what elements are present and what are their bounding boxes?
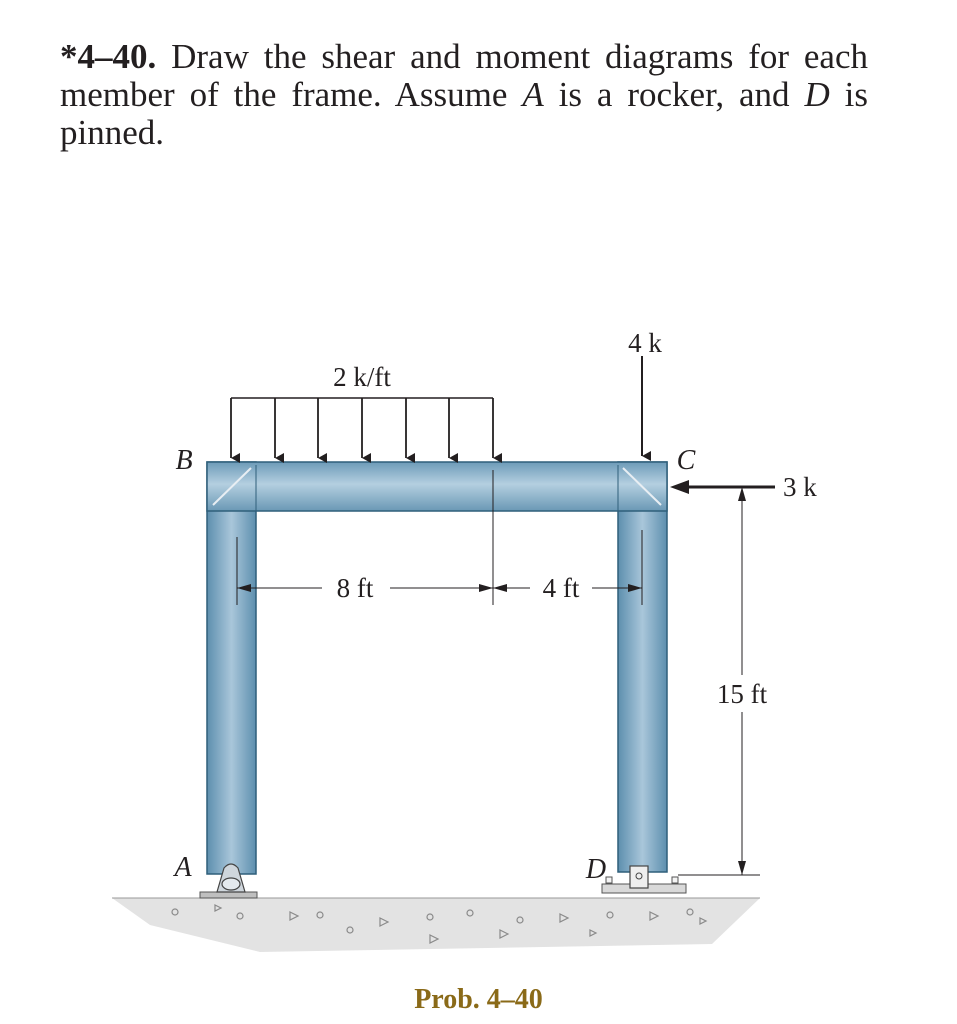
point-load-4k-label: 4 k <box>628 328 662 358</box>
problem-text-1: Draw the shear and moment diagrams for e… <box>60 37 868 114</box>
dim-4ft-label: 4 ft <box>543 573 580 603</box>
rocker-base-plate <box>199 891 258 899</box>
problem-text-2: is a rocker, and <box>543 75 805 114</box>
dim-15ft-arrow-bottom <box>738 861 746 875</box>
dim-4ft-arrow-left <box>493 584 507 592</box>
dim-4ft-arrow-right <box>628 584 642 592</box>
dim-8ft-arrow-right <box>479 584 493 592</box>
joint-c-plate <box>622 467 662 506</box>
problem-var-a: A <box>522 75 544 114</box>
pin-hole <box>635 872 643 880</box>
column-cd <box>617 461 668 873</box>
dim-8ft-label: 8 ft <box>337 573 374 603</box>
column-ab <box>206 461 257 875</box>
problem-var-d: D <box>804 75 830 114</box>
beam-bc <box>206 461 668 512</box>
label-point-a: A <box>172 852 192 883</box>
dim-8ft-arrow-left <box>237 584 251 592</box>
problem-statement: *4–40. Draw the shear and moment diagram… <box>60 38 868 152</box>
label-point-c: C <box>677 445 696 476</box>
problem-text-3: is pinned. <box>60 75 868 152</box>
point-load-3k-head <box>670 480 689 494</box>
ground <box>112 898 760 952</box>
ground-speckles <box>171 904 708 944</box>
problem-number: *4–40. <box>60 37 157 76</box>
pin-bracket <box>629 865 649 889</box>
dim-15ft-arrow-top <box>738 487 746 501</box>
label-point-b: B <box>175 445 192 476</box>
pin-bolt-right <box>671 876 679 884</box>
label-point-d: D <box>585 854 606 885</box>
joint-b-plate <box>212 467 252 506</box>
point-load-3k-label: 3 k <box>783 472 817 502</box>
rocker-pin <box>221 877 241 891</box>
distributed-load-arrows <box>230 398 502 463</box>
distributed-load-label: 2 k/ft <box>333 362 391 392</box>
figure-caption: Prob. 4–40 <box>414 984 543 1015</box>
pin-bolt-left <box>605 876 613 884</box>
dim-15ft-label: 15 ft <box>717 679 768 709</box>
